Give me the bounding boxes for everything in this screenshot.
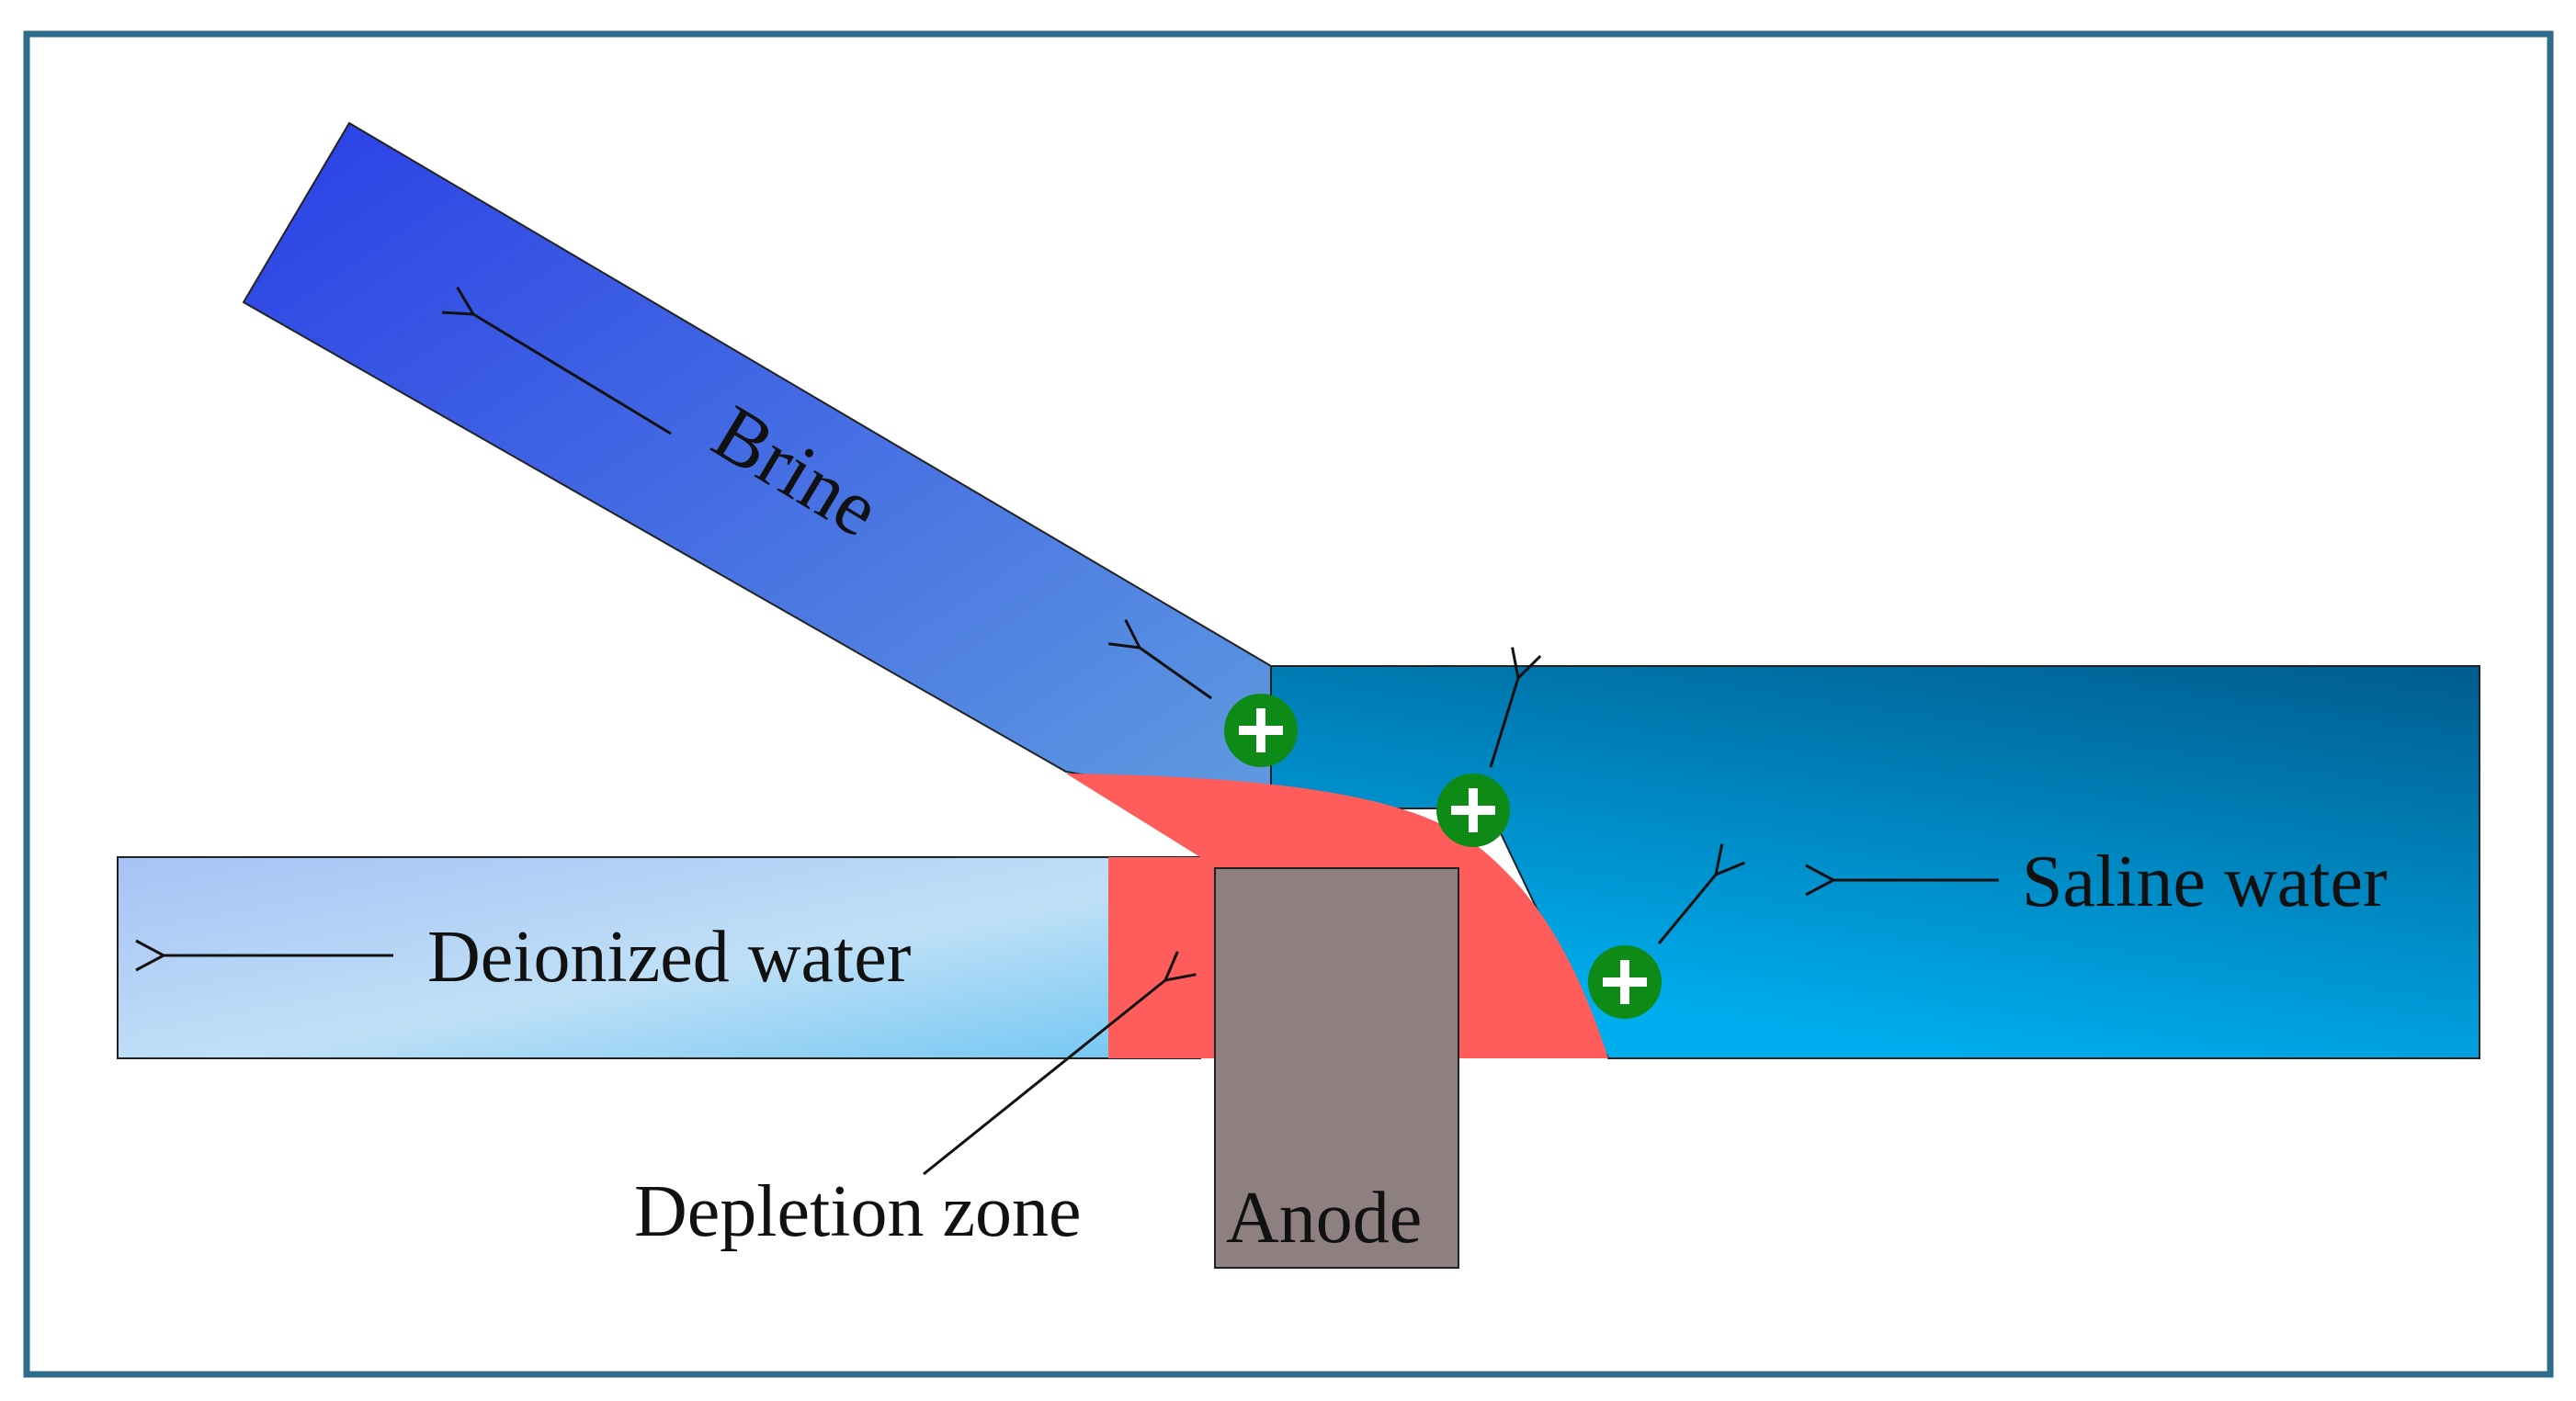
cation-plus-circle-icon [1436, 774, 1510, 847]
cation-plus-circle-icon [1588, 945, 1662, 1019]
deionized-water-label: Deionized water [427, 917, 911, 998]
cation-drift-arrow-icon [1657, 875, 1716, 944]
cation-plus-circle-icon [1224, 694, 1298, 767]
saline-water-label: Saline water [2022, 842, 2388, 922]
depletion-zone-label: Depletion zone [634, 1171, 1081, 1252]
anode [1214, 867, 1459, 1269]
brine-flow-arrow-icon [473, 314, 672, 435]
cation-drift-arrow-icon [1140, 648, 1212, 700]
depletion-zone-pointer-arrow-icon [923, 980, 1165, 1176]
anode-label: Anode [1226, 1178, 1422, 1259]
cation-drift-arrow-icon [1489, 678, 1518, 768]
